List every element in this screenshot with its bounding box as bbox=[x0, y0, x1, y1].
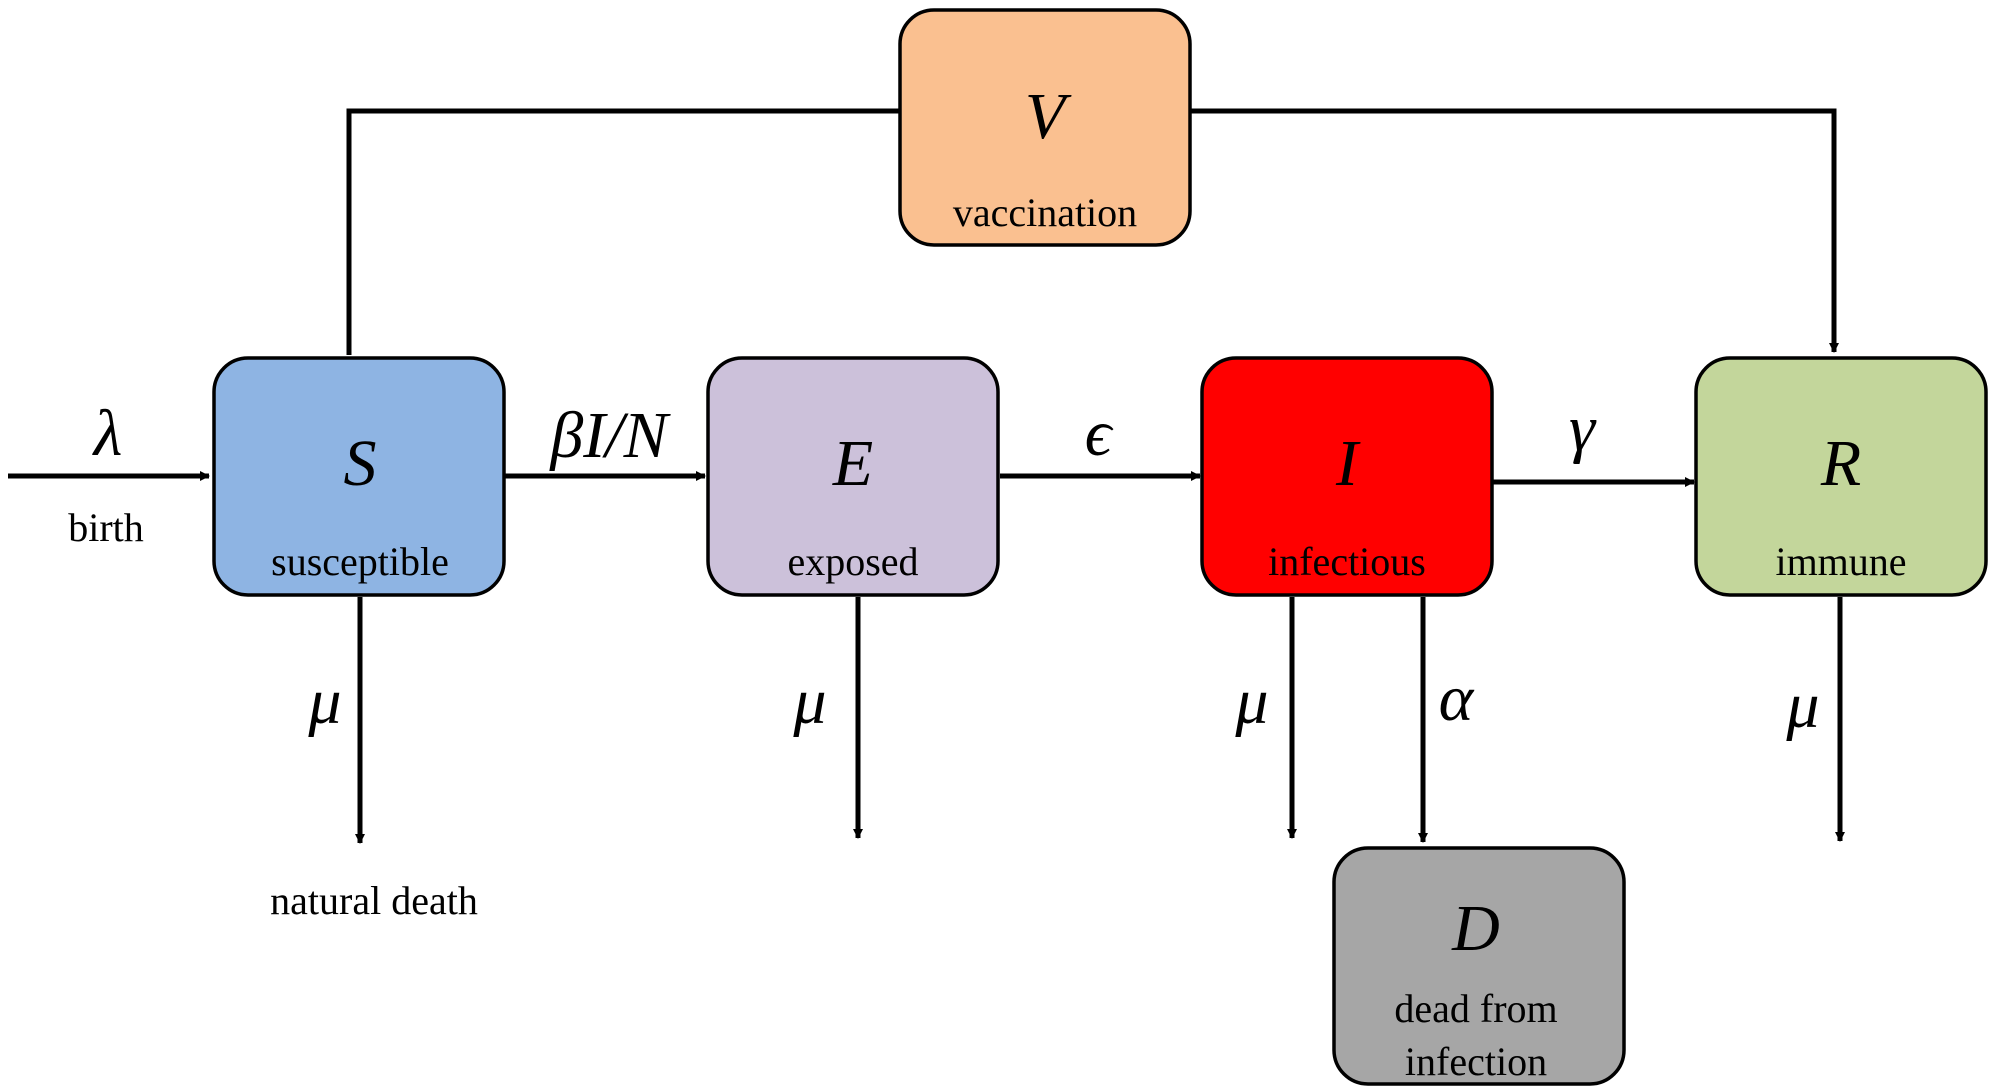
rate-natural-death-s: μ bbox=[307, 665, 341, 738]
compartment-s-box bbox=[212, 356, 506, 597]
compartment-s-label: susceptible bbox=[271, 539, 449, 584]
rate-disease-death: α bbox=[1439, 662, 1475, 735]
compartment-d: D dead from infection bbox=[1332, 846, 1626, 1086]
compartment-v-label: vaccination bbox=[953, 190, 1137, 235]
compartment-r: R immune bbox=[1694, 356, 1988, 597]
compartment-r-label: immune bbox=[1775, 539, 1906, 584]
compartment-v-symbol: V bbox=[1025, 80, 1072, 153]
compartment-i-box bbox=[1200, 356, 1494, 597]
compartment-d-box bbox=[1332, 846, 1626, 1086]
annotation-birth: birth bbox=[68, 505, 144, 550]
compartment-e: E exposed bbox=[706, 356, 1000, 597]
compartment-e-box bbox=[706, 356, 1000, 597]
compartment-i-label: infectious bbox=[1268, 539, 1426, 584]
vaccination-link-s-to-v bbox=[346, 108, 902, 355]
compartment-v: V vaccination bbox=[898, 8, 1192, 247]
compartment-i-symbol: I bbox=[1335, 427, 1361, 500]
compartment-r-box bbox=[1694, 356, 1988, 597]
rate-natural-death-e: μ bbox=[792, 665, 826, 738]
compartment-d-label-line2: infection bbox=[1405, 1039, 1547, 1084]
vaccination-link-v-to-r bbox=[1189, 108, 1839, 353]
rate-recovery: γ bbox=[1569, 392, 1597, 465]
compartment-d-label-line1: dead from bbox=[1394, 986, 1557, 1031]
rate-infection: βI/N bbox=[548, 399, 671, 472]
rate-natural-death-i: μ bbox=[1234, 665, 1268, 738]
compartment-v-box bbox=[898, 8, 1192, 247]
rate-birth: λ bbox=[92, 397, 123, 470]
compartment-s-symbol: S bbox=[344, 427, 377, 500]
rate-natural-death-r: μ bbox=[1785, 669, 1819, 742]
compartment-i: I infectious bbox=[1200, 356, 1494, 597]
compartment-e-label: exposed bbox=[787, 539, 918, 584]
rate-incubation: ϵ bbox=[1085, 397, 1114, 470]
compartment-r-symbol: R bbox=[1820, 427, 1861, 500]
compartment-s: S susceptible bbox=[212, 356, 506, 597]
annotation-natural-death: natural death bbox=[270, 878, 478, 923]
compartment-d-symbol: D bbox=[1451, 892, 1500, 965]
compartment-e-symbol: E bbox=[832, 427, 873, 500]
